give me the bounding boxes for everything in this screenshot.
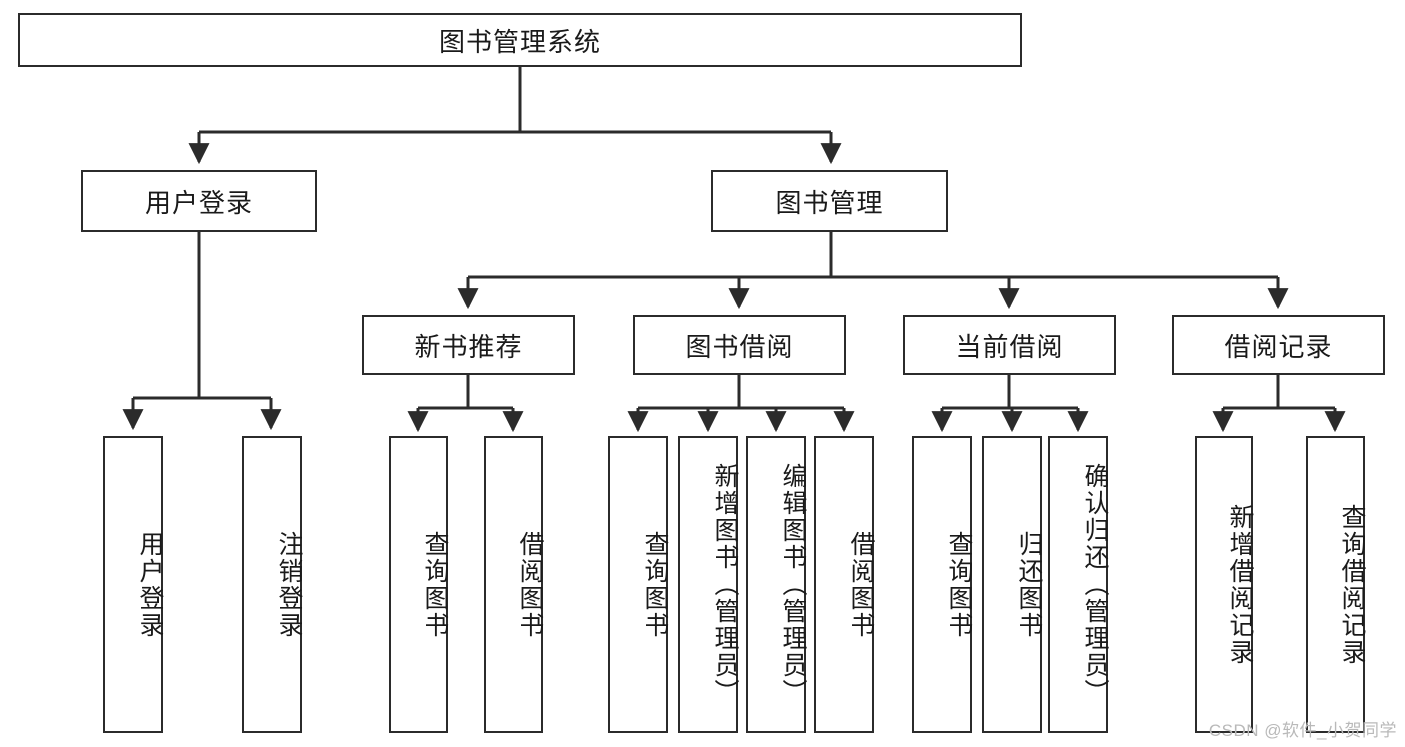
leaf-bb-add-book[interactable] bbox=[678, 436, 738, 733]
leaf-bb-edit-book[interactable] bbox=[746, 436, 806, 733]
node-book-manage[interactable] bbox=[711, 170, 948, 232]
node-root[interactable] bbox=[18, 13, 1022, 67]
node-book-borrow[interactable] bbox=[633, 315, 846, 375]
leaf-user-login[interactable] bbox=[103, 436, 163, 733]
leaf-br-add-record[interactable] bbox=[1195, 436, 1253, 733]
leaf-cb-query-book[interactable] bbox=[912, 436, 972, 733]
leaf-bb-query-book[interactable] bbox=[608, 436, 668, 733]
leaf-logout[interactable] bbox=[242, 436, 302, 733]
node-borrow-record[interactable] bbox=[1172, 315, 1385, 375]
leaf-nb-query-book[interactable] bbox=[389, 436, 448, 733]
node-user-login[interactable] bbox=[81, 170, 317, 232]
node-current-borrow[interactable] bbox=[903, 315, 1116, 375]
leaf-nb-borrow-book[interactable] bbox=[484, 436, 543, 733]
leaf-bb-borrow-book[interactable] bbox=[814, 436, 874, 733]
leaf-cb-return-book[interactable] bbox=[982, 436, 1042, 733]
node-new-book-recommend[interactable] bbox=[362, 315, 575, 375]
csdn-watermark: CSDN @软件_小贺同学 bbox=[1208, 721, 1397, 740]
leaf-br-query-record[interactable] bbox=[1306, 436, 1365, 733]
leaf-cb-confirm-return[interactable] bbox=[1048, 436, 1108, 733]
